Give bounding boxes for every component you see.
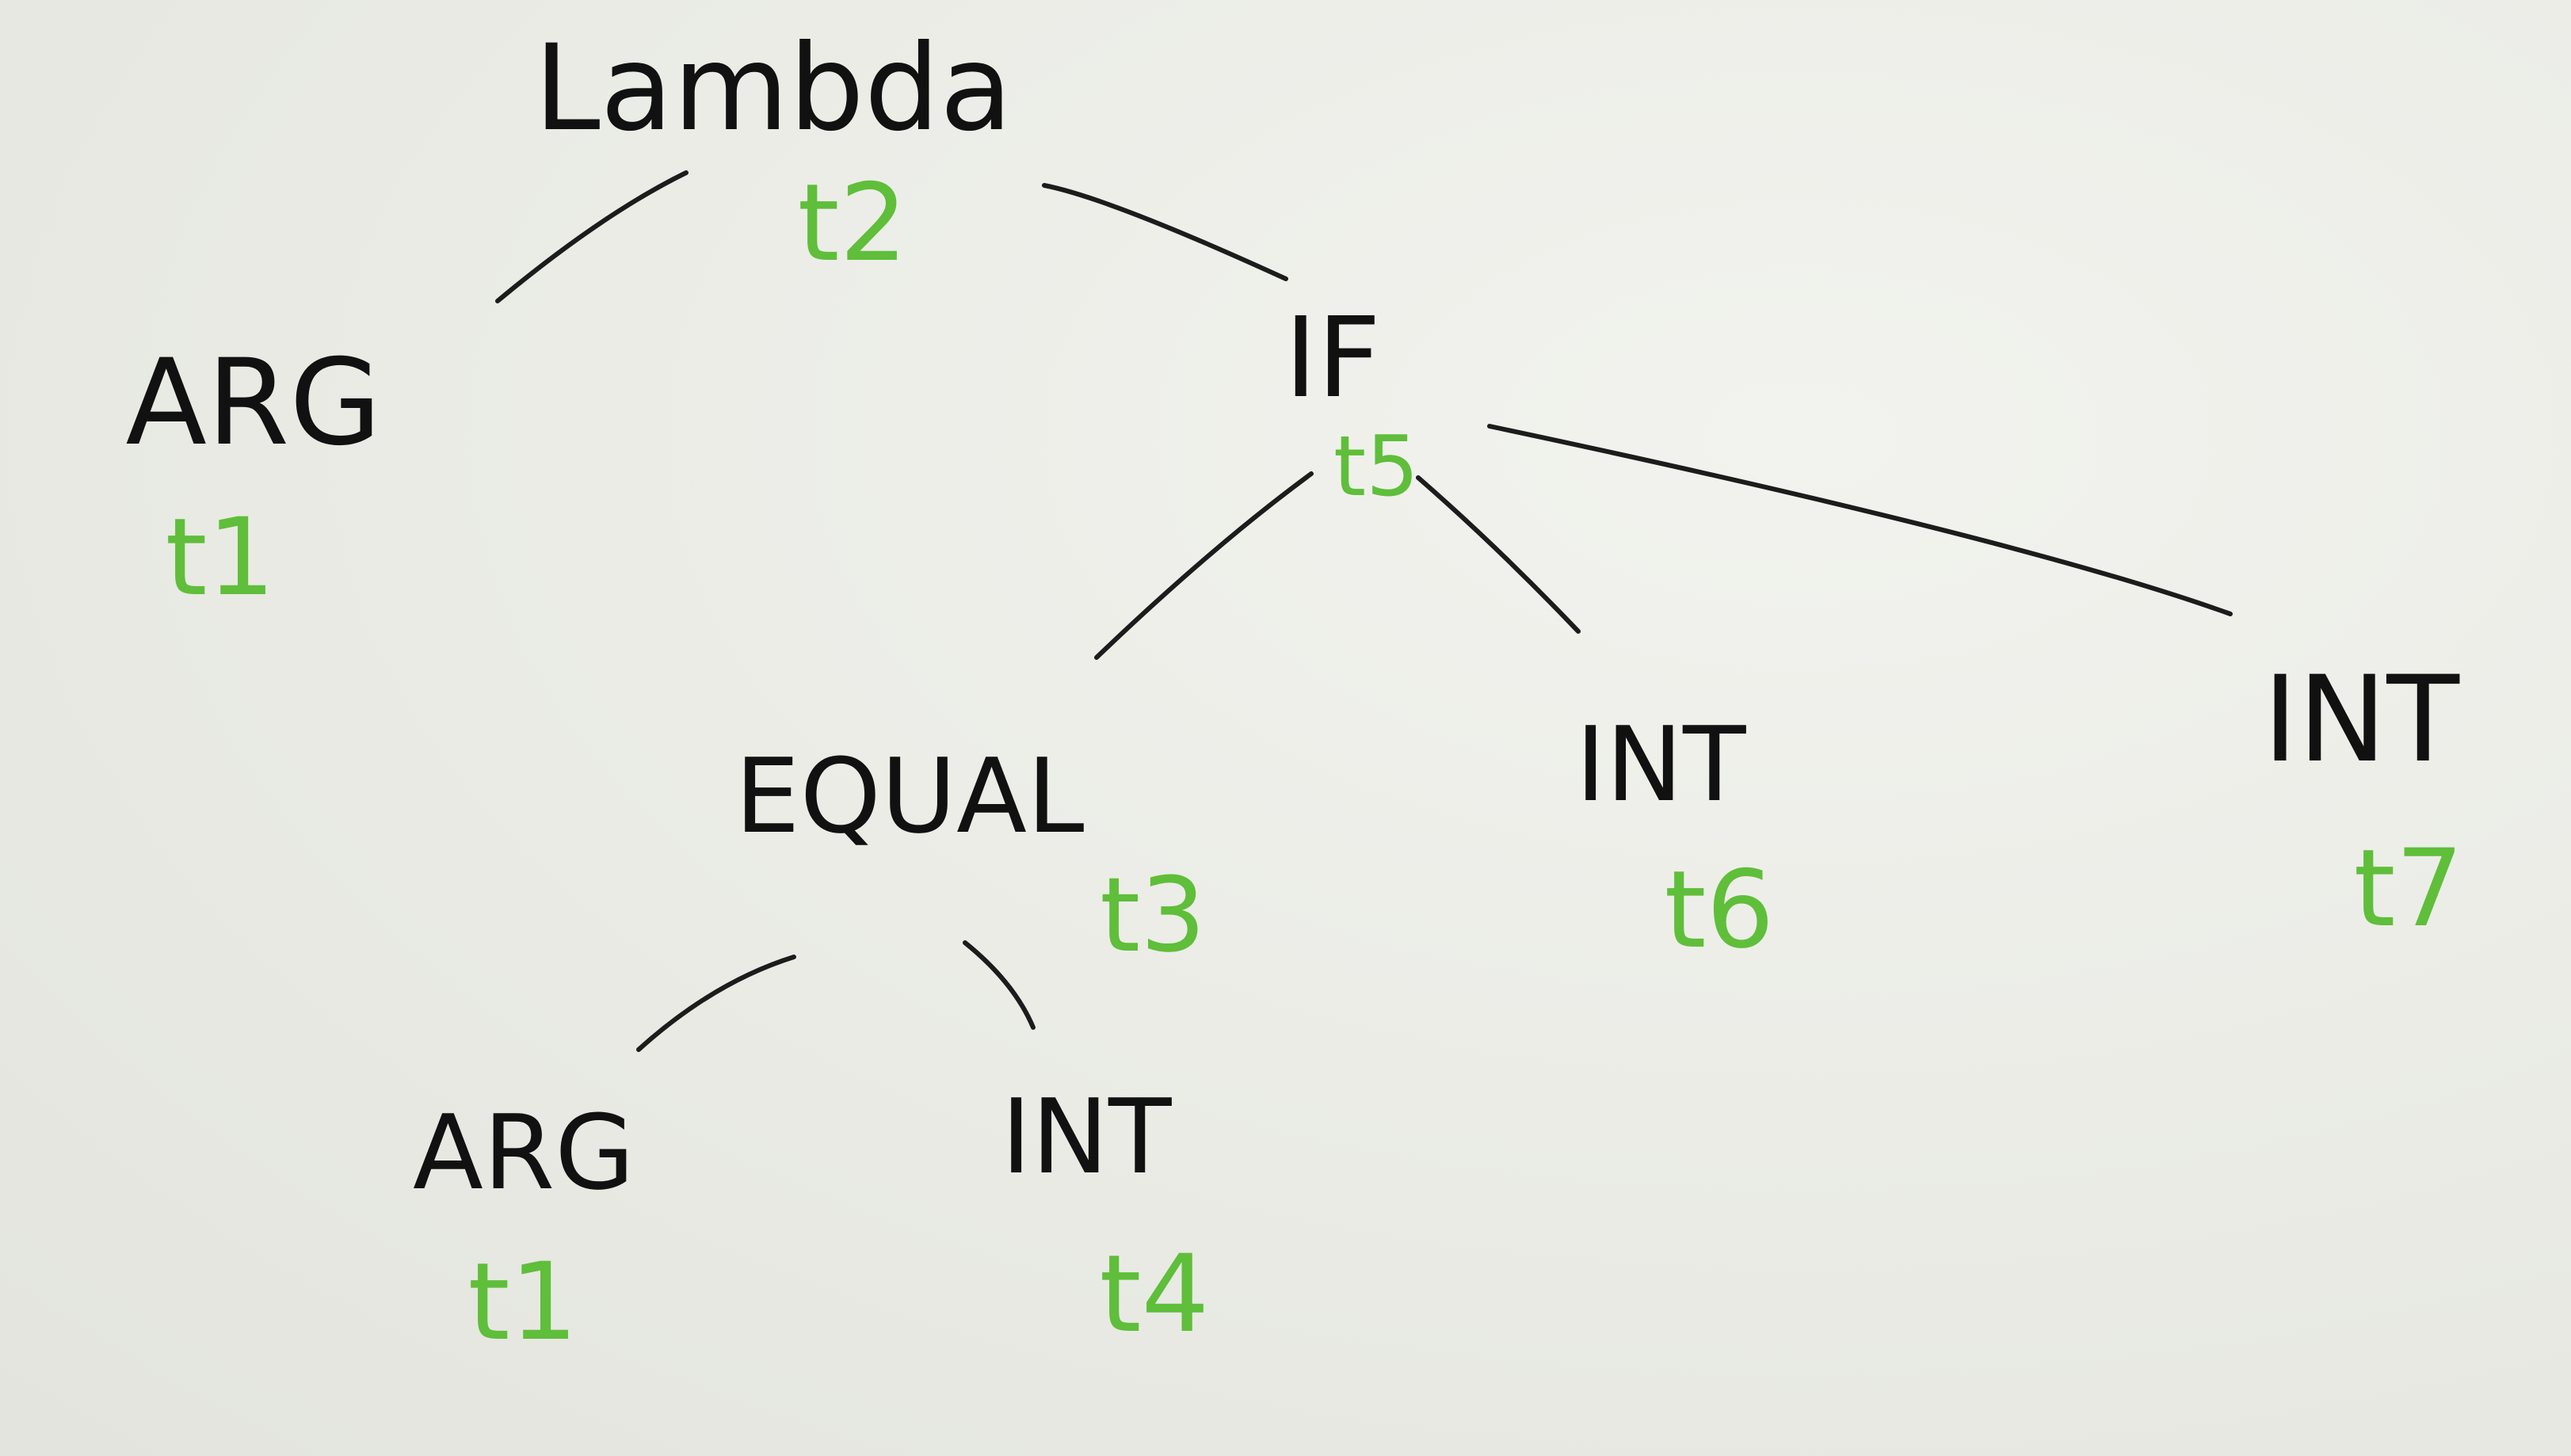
type-int-eq: t4 [1100, 1232, 1210, 1356]
edge-equal-int [963, 940, 1036, 1030]
edge-equal-arg [636, 955, 796, 1052]
type-equal: t3 [1100, 855, 1206, 975]
node-arg-root-label: ARG [125, 334, 381, 472]
node-arg-eq-label: ARG [413, 1092, 635, 1213]
type-arg-eq: t1 [468, 1240, 578, 1364]
type-int-then: t6 [1665, 848, 1775, 972]
edge-lambda-arg [495, 170, 689, 303]
edge-if-equal [1094, 471, 1314, 660]
edge-if-int-then [1416, 475, 1581, 634]
node-equal-label: EQUAL [735, 736, 1085, 856]
edge-lambda-if [1042, 183, 1288, 281]
edge-if-int-else [1487, 424, 2233, 616]
node-int-then-label: INT [1576, 704, 1747, 825]
type-arg-root: t1 [166, 495, 276, 619]
node-int-eq-label: INT [1001, 1077, 1173, 1197]
type-if: t5 [1333, 418, 1419, 515]
node-int-else-label: INT [2263, 651, 2460, 789]
node-if-label: IF [1284, 294, 1381, 423]
node-lambda-label: Lambda [534, 20, 1013, 158]
type-lambda: t2 [798, 161, 908, 285]
type-int-else: t7 [2354, 826, 2464, 951]
